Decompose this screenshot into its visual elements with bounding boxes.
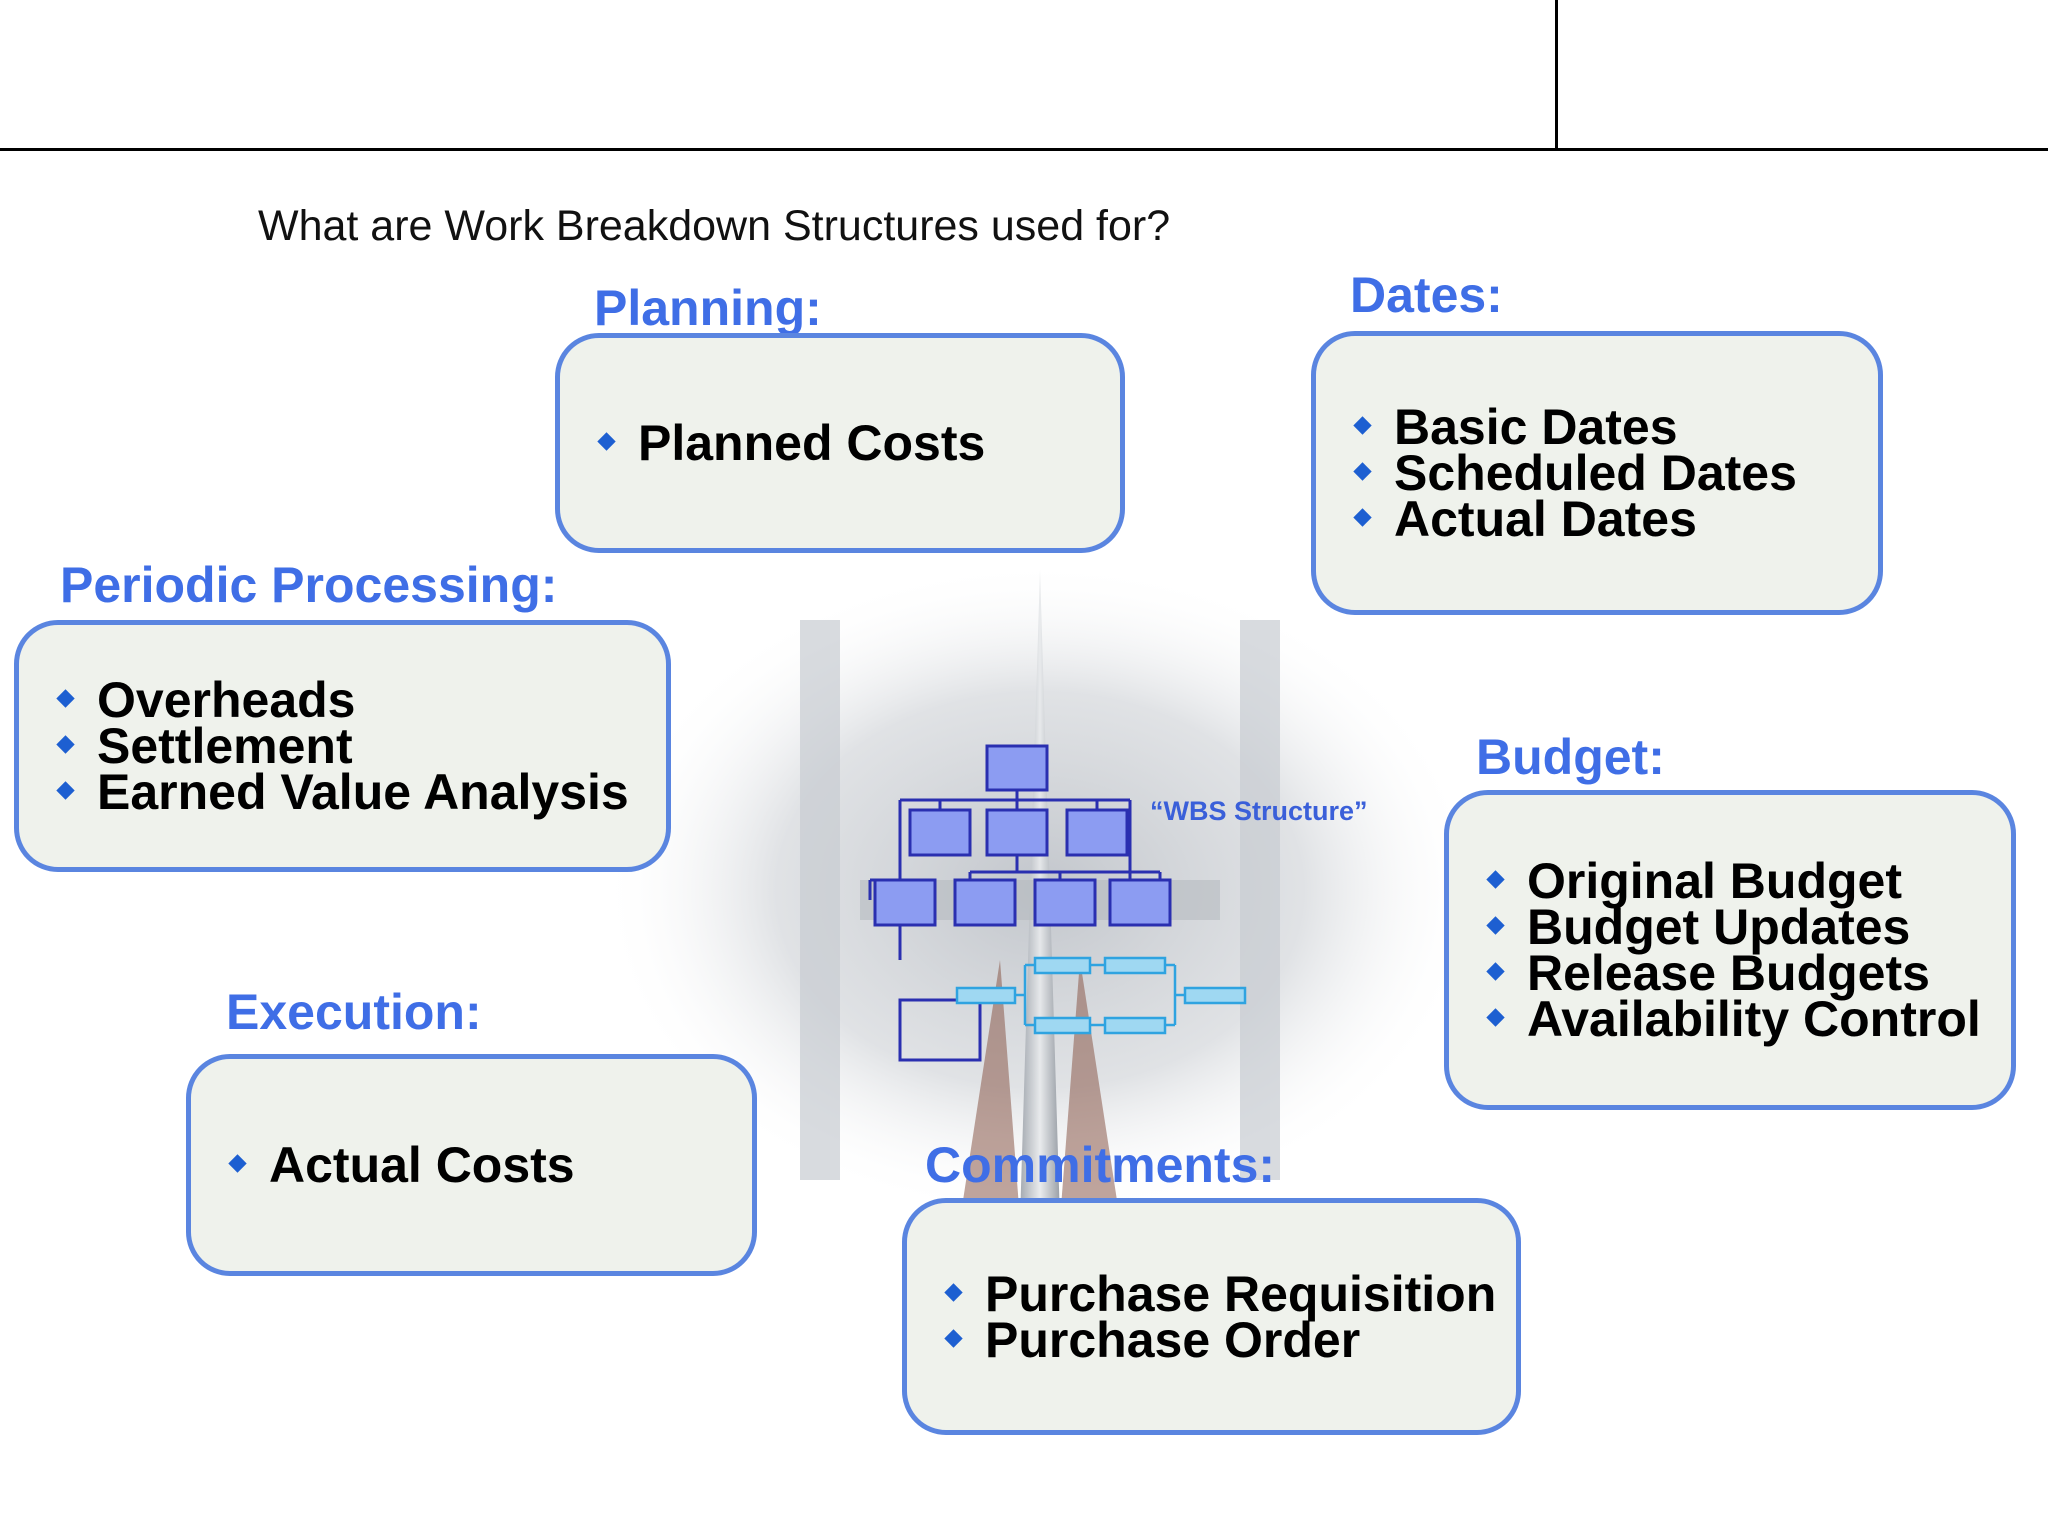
periodic-processing-title: Periodic Processing: (60, 556, 557, 614)
dates-title: Dates: (1350, 266, 1503, 324)
execution-box: Actual Costs (186, 1054, 757, 1276)
diamond-bullet-icon (1353, 416, 1371, 434)
list-item: Overheads (55, 677, 666, 723)
planning-title: Planning: (594, 279, 822, 337)
list-item: Purchase Requisition (943, 1271, 1516, 1317)
list-item: Earned Value Analysis (55, 769, 666, 815)
diamond-bullet-icon (56, 735, 74, 753)
dates-box: Basic Dates Scheduled Dates Actual Dates (1311, 331, 1883, 615)
commitments-title: Commitments: (925, 1136, 1275, 1194)
header-divider-vertical (1555, 0, 1558, 148)
commitments-box: Purchase Requisition Purchase Order (902, 1198, 1521, 1435)
diamond-bullet-icon (1486, 1008, 1504, 1026)
diamond-bullet-icon (1353, 508, 1371, 526)
slide-subtitle: What are Work Breakdown Structures used … (258, 202, 1170, 251)
budget-box: Original Budget Budget Updates Release B… (1444, 790, 2016, 1110)
list-item: Budget Updates (1485, 904, 2011, 950)
list-item: Basic Dates (1352, 404, 1878, 450)
budget-title: Budget: (1476, 728, 1665, 786)
diamond-bullet-icon (1486, 916, 1504, 934)
diamond-bullet-icon (944, 1283, 962, 1301)
diamond-bullet-icon (1353, 462, 1371, 480)
periodic-processing-box: Overheads Settlement Earned Value Analys… (14, 620, 671, 872)
diamond-bullet-icon (944, 1329, 962, 1347)
diamond-bullet-icon (1486, 870, 1504, 888)
wbs-structure-label: “WBS Structure” (1150, 796, 1368, 827)
list-item: Actual Dates (1352, 496, 1878, 542)
execution-title: Execution: (226, 983, 482, 1041)
header-divider-horizontal (0, 148, 2048, 151)
list-item: Purchase Order (943, 1317, 1516, 1363)
wbs-structure-diagram (860, 730, 1380, 1070)
planning-box: Planned Costs (555, 333, 1125, 553)
diamond-bullet-icon (56, 689, 74, 707)
list-item: Settlement (55, 723, 666, 769)
list-item: Availability Control (1485, 996, 2011, 1042)
diamond-bullet-icon (1486, 962, 1504, 980)
list-item: Original Budget (1485, 858, 2011, 904)
list-item: Planned Costs (596, 420, 1120, 466)
diamond-bullet-icon (56, 781, 74, 799)
list-item: Actual Costs (227, 1142, 752, 1188)
diamond-bullet-icon (228, 1154, 246, 1172)
diamond-bullet-icon (597, 432, 615, 450)
list-item: Scheduled Dates (1352, 450, 1878, 496)
list-item: Release Budgets (1485, 950, 2011, 996)
